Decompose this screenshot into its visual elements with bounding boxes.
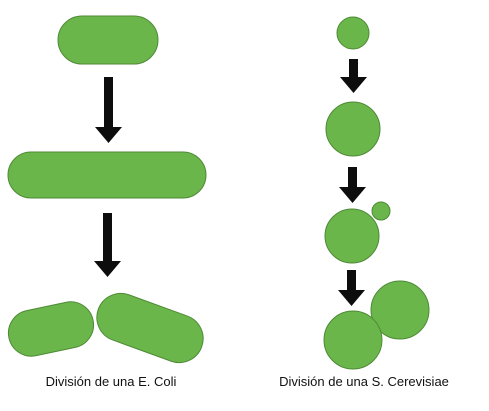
ecoli-caption: División de una E. Coli bbox=[45, 374, 177, 389]
ecoli-division-panel bbox=[7, 15, 207, 364]
yeast-mother-cell bbox=[324, 208, 380, 264]
ecoli-cell-initial bbox=[57, 15, 159, 65]
yeast-daughter-cell bbox=[370, 280, 430, 340]
yeast-caption: División de una S. Cerevisiae bbox=[279, 374, 449, 389]
arrow-icon bbox=[340, 59, 367, 93]
yeast-cell-grown bbox=[325, 101, 381, 157]
ecoli-daughter-cell-left bbox=[7, 301, 95, 357]
ecoli-daughter-cell-right bbox=[96, 292, 204, 364]
ecoli-cell-elongated bbox=[7, 151, 207, 199]
yeast-cell-initial bbox=[336, 16, 370, 50]
arrow-icon bbox=[339, 167, 366, 203]
yeast-division-panel bbox=[323, 16, 430, 370]
arrow-icon bbox=[95, 77, 122, 143]
arrow-icon bbox=[338, 270, 365, 306]
yeast-mother-cell-final bbox=[323, 310, 383, 370]
yeast-bud bbox=[371, 201, 391, 221]
arrow-icon bbox=[94, 213, 121, 277]
